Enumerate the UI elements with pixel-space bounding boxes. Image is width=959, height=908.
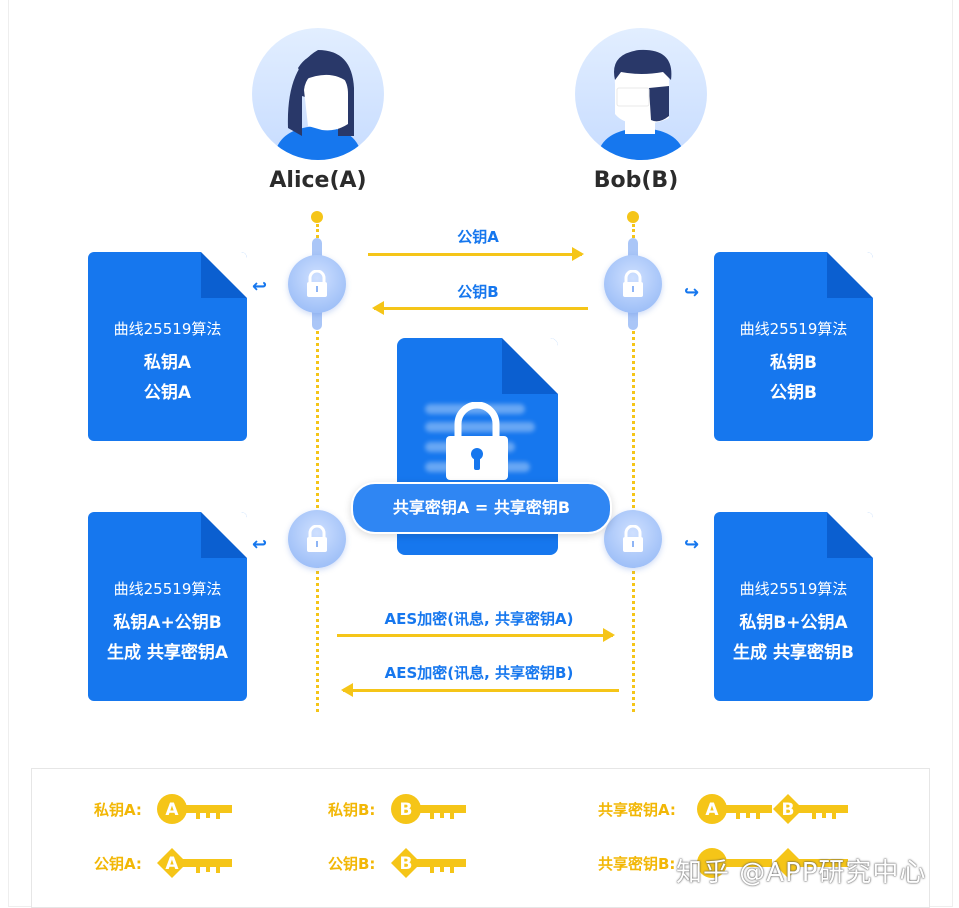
alice-name: Alice(A) [269,168,367,193]
card-fold [827,512,873,558]
pubB-arrow [372,301,588,315]
card-line1: 曲线25519算法 [739,580,848,598]
legend-privB-label: 私钥B: [328,801,376,819]
bob-figure-icon [597,49,685,160]
shared-key-equal-pill: 共享密钥A = 共享密钥B [351,482,612,534]
lock-icon [307,525,327,552]
card-line3: 生成 共享密钥B [733,643,854,663]
pubA-key-icon: A [157,848,232,878]
card-line2: 私钥B+公钥A [739,613,848,633]
bob-line-start-dot [627,211,639,223]
card-line2: 私钥A+公钥B [113,613,222,633]
pubA-arrow-label: 公钥A [457,228,499,246]
sharedA-key-a-icon: A [697,794,772,824]
alice-timeline [316,224,319,712]
bob-top-lock [604,255,662,313]
sharedB-key-a-icon [697,848,772,878]
bob-top-curl-arrow-icon: ↪ [684,282,700,303]
doc-fold [502,338,558,394]
alice-top-curl-arrow-icon: ↩ [252,276,268,297]
lock-icon [623,270,643,297]
pubB-arrow-label: 公钥B [457,283,499,301]
alice-top-lock [288,255,346,313]
sharedA-key-b-icon: B [773,794,848,824]
card-fold [201,512,247,558]
card-line2: 私钥B [770,353,817,373]
legend-pubB-label: 公钥B: [328,855,376,873]
alice-keygen-card: 曲线25519算法 私钥A 公钥A [88,252,247,441]
doc-blur-line [425,404,525,414]
bob-avatar [575,28,707,160]
card-line3: 公钥B [770,383,817,403]
privB-key-letter: B [400,800,413,820]
alice-avatar [252,28,384,160]
bob-bottom-lock [604,510,662,568]
bob-keygen-card: 曲线25519算法 私钥B 公钥B [714,252,873,441]
card-line1: 曲线25519算法 [113,580,222,598]
pubA-arrow [368,247,584,261]
sharedB-key-b-icon [773,848,848,878]
privA-key-icon: A [157,794,232,824]
lock-icon [623,525,643,552]
alice-bottom-lock [288,510,346,568]
card-line3: 公钥A [143,383,192,403]
pubB-key-letter: B [400,854,413,874]
legend-panel: 私钥A: A 私钥B: B 共享密钥A: A B 公钥A: A 公钥B: B [31,768,930,908]
card-line3: 生成 共享密钥A [106,643,229,663]
alice-line-start-dot [311,211,323,223]
bob-bottom-curl-arrow-icon: ↪ [684,534,700,555]
alice-shared-card: 曲线25519算法 私钥A+公钥B 生成 共享密钥A [88,512,247,701]
pubA-key-letter: A [165,854,179,874]
card-line2: 私钥A [143,353,192,373]
card-fold [201,252,247,298]
bob-timeline [632,224,635,712]
bob-name: Bob(B) [593,168,679,193]
card-line1: 曲线25519算法 [113,320,222,338]
sharedA-key-letter2: B [782,800,795,820]
privB-key-icon: B [391,794,466,824]
legend-sharedB-label: 共享密钥B: [598,855,676,873]
aesA-arrow [337,628,615,642]
alice-bottom-curl-arrow-icon: ↩ [252,534,268,555]
aesB-arrow-label: AES加密(讯息, 共享密钥B) [384,664,574,682]
watermark-text: 知乎 @APP研究中心 [676,858,927,888]
lock-icon [307,270,327,297]
aesB-arrow [341,683,619,697]
pubB-key-icon: B [391,848,466,878]
legend-privA-label: 私钥A: [94,801,142,819]
sharedA-key-letter1: A [705,800,719,820]
card-line1: 曲线25519算法 [739,320,848,338]
legend-sharedA-label: 共享密钥A: [598,801,676,819]
bob-shared-card: 曲线25519算法 私钥B+公钥A 生成 共享密钥B [714,512,873,701]
alice-figure-icon [274,50,362,160]
legend-pubA-label: 公钥A: [94,855,142,873]
aesA-arrow-label: AES加密(讯息, 共享密钥A) [384,610,574,628]
card-fold [827,252,873,298]
doc-blur-line [425,422,535,432]
privA-key-letter: A [165,800,179,820]
big-lock-icon [446,402,508,480]
